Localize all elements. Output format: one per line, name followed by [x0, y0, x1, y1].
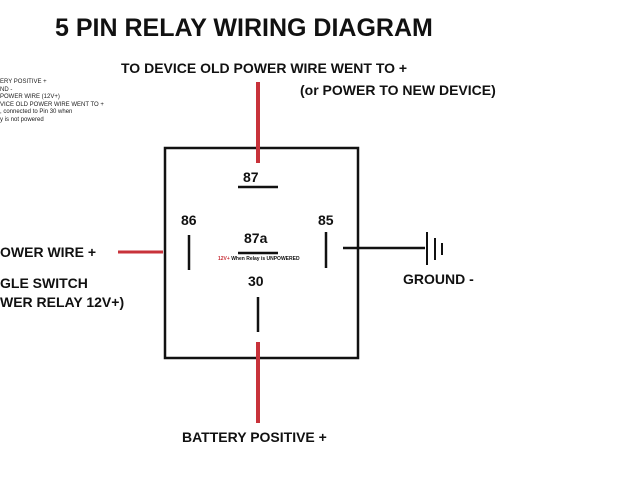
note-voltage: 12V+ [218, 256, 230, 262]
unpowered-note: 12V+ When Relay is UNPOWERED [218, 256, 300, 262]
bottom-label: BATTERY POSITIVE + [182, 429, 327, 445]
legend-line: ERY POSITIVE + [0, 79, 47, 85]
ground-label: GROUND - [403, 271, 474, 287]
diagram-title: 5 PIN RELAY WIRING DIAGRAM [55, 14, 433, 42]
pin-85-label: 85 [318, 212, 334, 228]
pin-30-label: 30 [248, 273, 264, 289]
top-label-2: (or POWER TO NEW DEVICE) [300, 82, 496, 98]
pin-87-label: 87 [243, 169, 259, 185]
relay-box [163, 146, 360, 360]
legend-line: y is not powered [0, 116, 44, 123]
pin-87a-label: 87a [244, 230, 268, 246]
legend-line: , connected to Pin 30 when [0, 109, 73, 115]
left-label-3: WER RELAY 12V+) [0, 294, 125, 310]
legend-line: ND - [0, 86, 13, 93]
legend-line: POWER WIRE (12V+) [0, 94, 60, 100]
pin-86-label: 86 [181, 212, 197, 228]
top-label: TO DEVICE OLD POWER WIRE WENT TO + [121, 60, 408, 76]
note-text: When Relay is UNPOWERED [229, 256, 300, 262]
legend-text: ERY POSITIVE + ND - POWER WIRE (12V+) VI… [0, 79, 104, 124]
left-label-1: OWER WIRE + [0, 244, 97, 260]
legend-line: VICE OLD POWER WIRE WENT TO + [0, 101, 104, 108]
left-label-2: GLE SWITCH [0, 275, 88, 291]
ground-symbol [426, 232, 443, 265]
